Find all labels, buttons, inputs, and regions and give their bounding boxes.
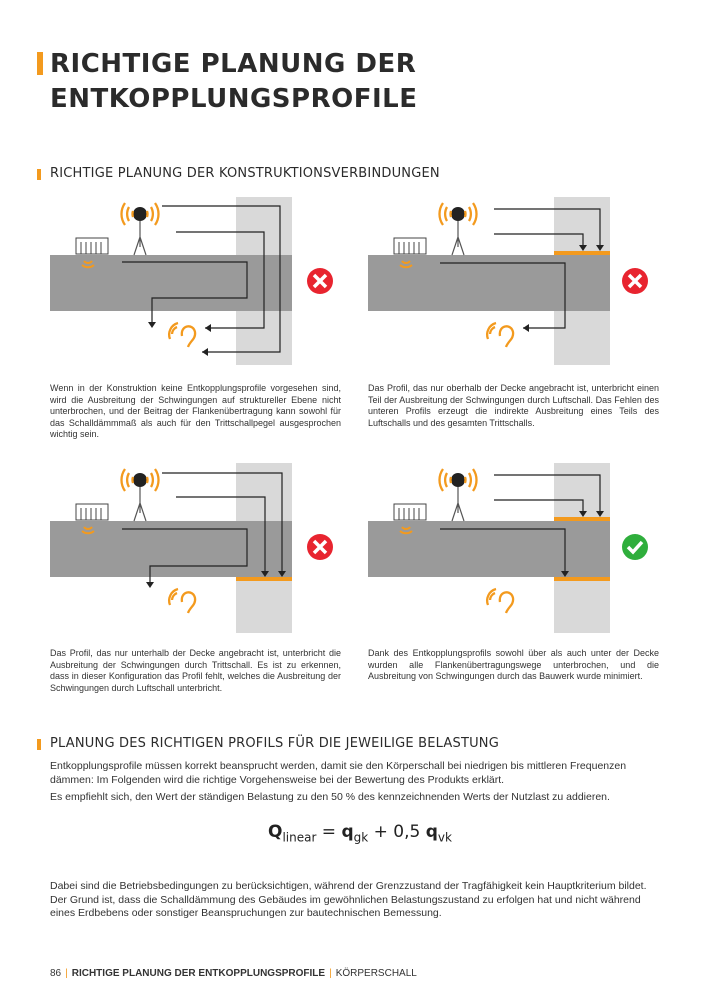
correct-icon bbox=[622, 534, 648, 560]
section2-paragraph-3: Dabei sind die Betriebsbedingungen zu be… bbox=[50, 880, 647, 919]
formula-g-symbol: q bbox=[341, 822, 354, 842]
footer-section: RICHTIGE PLANUNG DER ENTKOPPLUNGSPROFILE bbox=[71, 968, 326, 979]
diagram-lower-profile-only bbox=[50, 463, 350, 633]
formula-v-subscript: vk bbox=[437, 830, 452, 845]
load-formula: Qlinear = qgk + 0,5 qvk bbox=[268, 822, 452, 844]
formula-v-symbol: q bbox=[425, 822, 438, 842]
section2-accent-bar bbox=[37, 739, 41, 750]
page-title-line-2: ENTKOPPLUNGSPROFILE bbox=[50, 84, 418, 114]
section2-paragraph-2: Es empfiehlt sich, den Wert der ständige… bbox=[50, 791, 610, 803]
impact-machine-icon bbox=[75, 237, 109, 269]
formula-q-subscript: linear bbox=[282, 830, 317, 845]
section1-heading: RICHTIGE PLANUNG DER KONSTRUKTIONSVERBIN… bbox=[50, 166, 440, 181]
page-title-line-1: RICHTIGE PLANUNG DER bbox=[50, 49, 417, 79]
footer-chapter: KÖRPERSCHALL bbox=[335, 968, 417, 979]
page-number: 86 bbox=[50, 968, 62, 979]
footer-separator: | bbox=[65, 968, 68, 979]
caption-panel-1: Wenn in der Konstruktion keine Entkopplu… bbox=[50, 383, 341, 439]
diagram-no-profile bbox=[50, 197, 350, 365]
caption-panel-2: Das Profil, das nur oberhalb der Decke a… bbox=[368, 383, 659, 428]
section2-heading: PLANUNG DES RICHTIGEN PROFILS FÜR DIE JE… bbox=[50, 736, 500, 751]
caption-panel-4: Dank des Entkopplungsprofils sowohl über… bbox=[368, 648, 659, 681]
diagram-upper-profile-only bbox=[368, 197, 668, 365]
footer-separator: | bbox=[329, 968, 332, 979]
formula-g-subscript: gk bbox=[353, 830, 369, 845]
formula-plus-factor: + 0,5 bbox=[368, 822, 426, 842]
wrong-icon bbox=[307, 268, 333, 294]
section1-accent-bar bbox=[37, 169, 41, 180]
formula-equals: = bbox=[316, 822, 342, 842]
speaker-icon bbox=[120, 202, 160, 256]
page-footer: 86|RICHTIGE PLANUNG DER ENTKOPPLUNGSPROF… bbox=[50, 968, 417, 979]
section2-paragraph-1: Entkopplungsprofile müssen korrekt beans… bbox=[50, 760, 627, 786]
page-title: RICHTIGE PLANUNG DER ENTKOPPLUNGSPROFILE bbox=[50, 47, 417, 117]
caption-panel-3: Das Profil, das nur unterhalb der Decke … bbox=[50, 648, 341, 693]
diagram-both-profiles bbox=[368, 463, 668, 633]
ear-icon bbox=[168, 321, 197, 348]
formula-q-symbol: Q bbox=[268, 822, 283, 842]
title-accent-bar bbox=[37, 52, 43, 75]
